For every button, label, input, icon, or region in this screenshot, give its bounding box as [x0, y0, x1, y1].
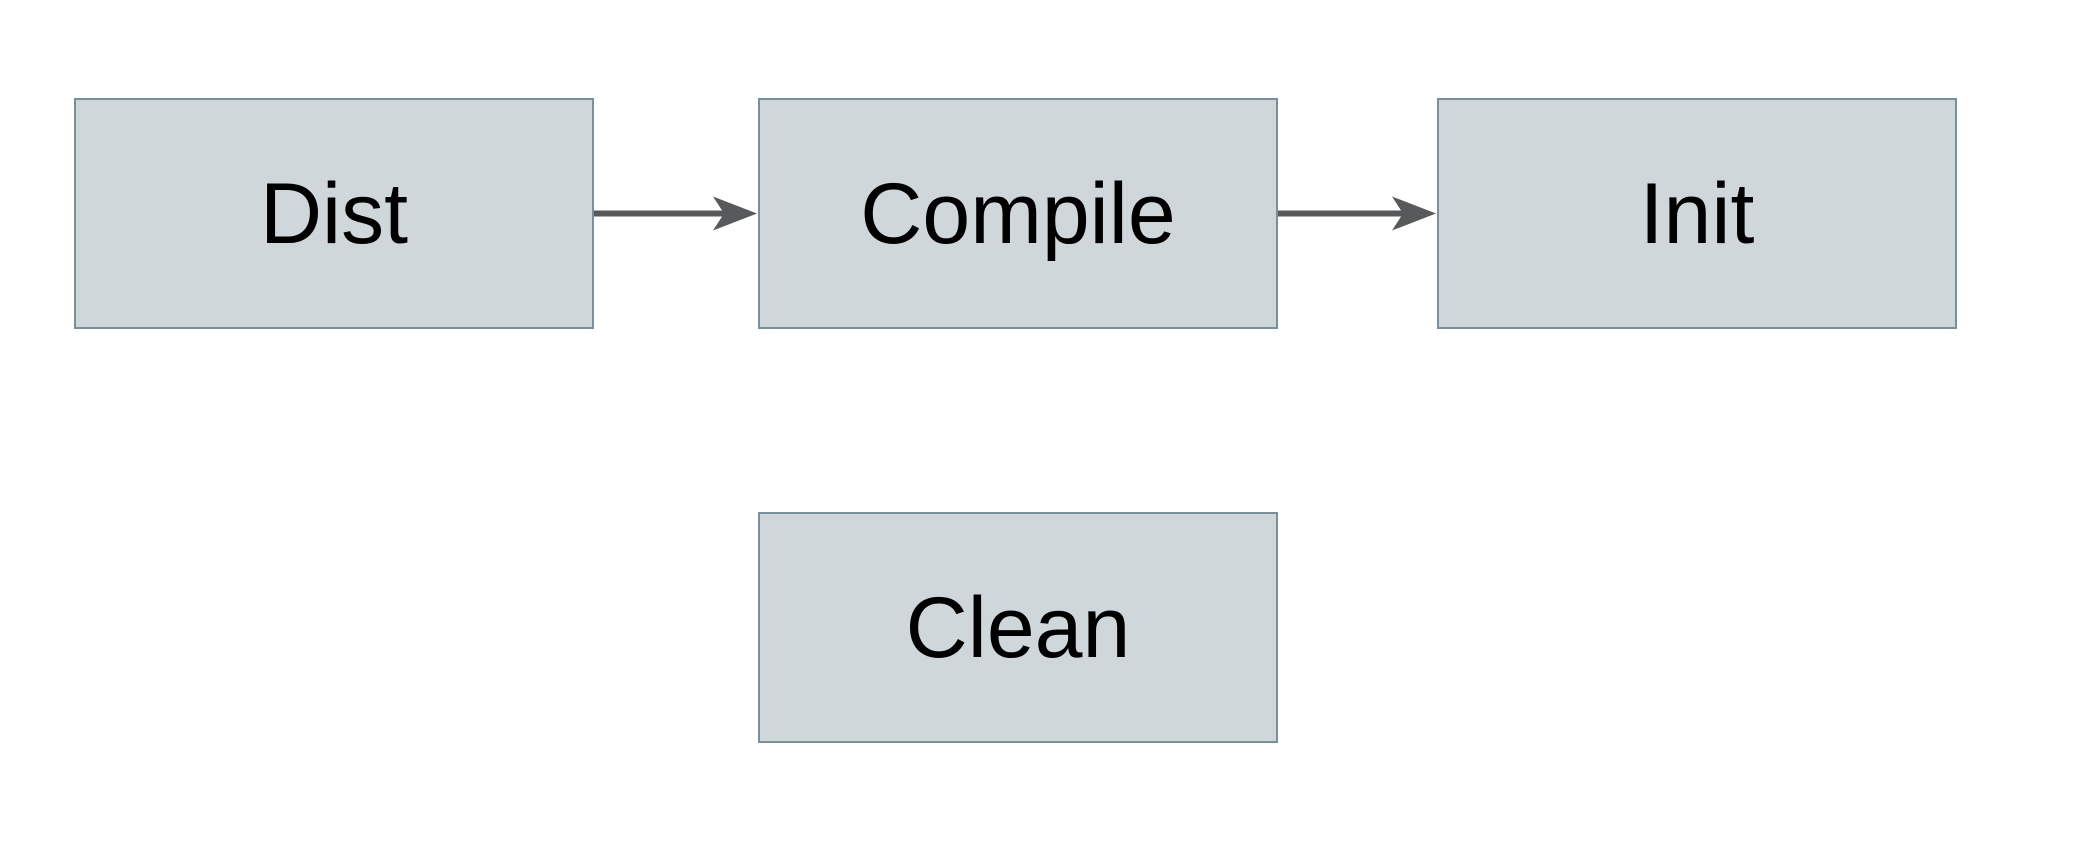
node-init[interactable]: Init — [1437, 98, 1957, 329]
node-clean[interactable]: Clean — [758, 512, 1278, 743]
node-dist[interactable]: Dist — [74, 98, 594, 329]
edge-dist-to-compile — [594, 196, 757, 231]
node-clean-label: Clean — [905, 579, 1131, 676]
node-compile[interactable]: Compile — [758, 98, 1278, 329]
arrow-right-icon — [1392, 196, 1436, 231]
edge-compile-to-init — [1277, 196, 1436, 231]
node-compile-label: Compile — [860, 165, 1176, 262]
node-dist-label: Dist — [259, 165, 409, 262]
arrow-right-icon — [713, 196, 757, 231]
node-init-label: Init — [1639, 165, 1755, 262]
